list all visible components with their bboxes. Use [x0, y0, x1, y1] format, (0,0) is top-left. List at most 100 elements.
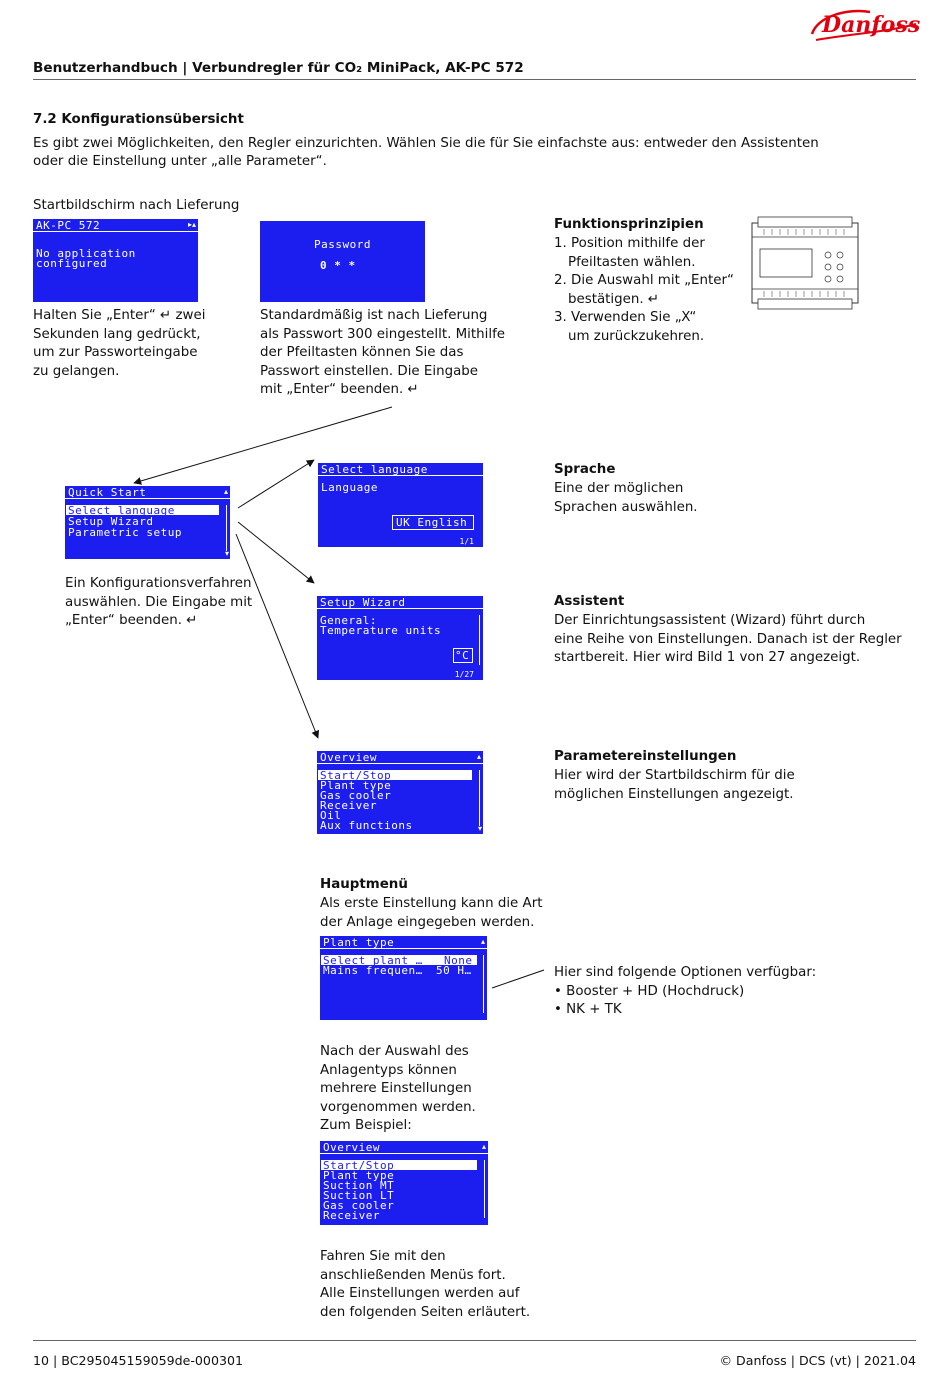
overview-example-lcd-screen: Overview ▴ Start/Stop Plant type Suction…: [320, 1141, 488, 1225]
params-desc: Hier wird der Startbildschirm für die mö…: [554, 768, 795, 802]
params-item-aux[interactable]: Aux functions: [320, 819, 413, 832]
wizard-lcd-screen: Setup Wizard General: Temperature units …: [317, 596, 483, 680]
quickstart-item-parametric[interactable]: Parametric setup: [68, 526, 182, 539]
params-item-oil[interactable]: Oil: [320, 809, 342, 822]
lcd-line-2: configured: [36, 257, 108, 270]
line-plant-options: [491, 969, 545, 989]
controller-device-illustration: [750, 215, 860, 313]
params-item-start-stop[interactable]: Start/Stop: [320, 769, 392, 782]
document-header: Benutzerhandbuch | Verbundregler für CO₂…: [33, 60, 524, 76]
footer-right: © Danfoss | DCS (vt) | 2021.04: [719, 1353, 916, 1368]
password-desc: Standardmäßig ist nach Lieferung als Pas…: [260, 308, 506, 398]
lcd-title-rule: [320, 948, 487, 949]
logo-swoosh-icon: [810, 9, 917, 41]
arrow-up-icon: ▴: [223, 487, 228, 496]
plant-row-2-label[interactable]: Mains frequen…: [323, 964, 423, 977]
arrow-quickstart-to-language: [237, 459, 315, 509]
language-label: Language: [321, 481, 378, 494]
lcd-title-rule: [317, 763, 483, 764]
lcd-line-1: No application: [36, 247, 136, 260]
lcd-title-rule: [65, 498, 230, 499]
lcd-scrollbar: [484, 1160, 485, 1218]
arrow-up-icon: ▴: [481, 1142, 486, 1151]
wizard-line-1: General:: [320, 614, 377, 627]
lcd-title: Password: [314, 238, 371, 251]
lcd-title: Setup Wizard: [320, 596, 406, 609]
wizard-title: Assistent: [554, 594, 625, 609]
overview-item-start-stop[interactable]: Start/Stop: [323, 1159, 395, 1172]
plant-options: Hier sind folgende Optionen verfügbar: •…: [554, 965, 817, 1018]
arrow-quickstart-to-wizard: [237, 521, 315, 584]
lcd-title: Select language: [321, 463, 428, 476]
lcd-title-rule: [320, 1153, 488, 1154]
lcd-scrollbar: [226, 505, 227, 551]
after-desc: Nach der Auswahl des Anlagentyps können …: [320, 1044, 476, 1134]
lcd-scrollbar: [479, 615, 480, 665]
arrow-up-icon: ▴: [476, 752, 481, 761]
lcd-selection-highlight: [321, 1160, 477, 1170]
section-heading: 7.2 Konfigurationsübersicht: [33, 112, 244, 127]
quickstart-item-wizard[interactable]: Setup Wizard: [68, 515, 154, 528]
lcd-selection-highlight: [318, 770, 472, 780]
overview-item-receiver[interactable]: Receiver: [323, 1209, 380, 1222]
principles-list: 1. Position mithilfe der Pfeiltasten wäh…: [554, 236, 734, 344]
lcd-title-rule: [317, 608, 483, 609]
logo-text: Danfoss: [822, 12, 921, 38]
closing-text: Fahren Sie mit den anschließenden Menüs …: [320, 1249, 531, 1320]
arrow-updown-icon: ▸▴: [187, 220, 196, 229]
language-desc: Eine der möglichen Sprachen auswählen.: [554, 481, 698, 515]
page-indicator: 1/27: [454, 670, 474, 679]
lcd-selection-highlight: [66, 505, 219, 515]
language-value-box[interactable]: [392, 515, 474, 530]
lcd-selection-highlight: [321, 955, 477, 965]
params-item-plant-type[interactable]: Plant type: [320, 779, 392, 792]
page-indicator: 1/1: [459, 537, 474, 546]
language-value: UK English: [396, 516, 468, 529]
arrow-quickstart-to-params: [235, 533, 320, 739]
language-title: Sprache: [554, 462, 616, 477]
quickstart-lcd-screen: Quick Start ▴ Select language Setup Wiza…: [65, 486, 230, 559]
principles-title: Funktionsprinzipien: [554, 217, 704, 232]
danfoss-logo: Danfoss: [808, 4, 920, 44]
plant-type-lcd-screen: Plant type ▴ Select plant … None Mains f…: [320, 936, 487, 1020]
lcd-title: Overview: [320, 751, 377, 764]
overview-item-suction-mt[interactable]: Suction MT: [323, 1179, 395, 1192]
plant-row-2-value: 50 H…: [436, 964, 472, 977]
lcd-title-rule: [33, 231, 198, 232]
footer-rule: [33, 1340, 916, 1341]
params-item-gas-cooler[interactable]: Gas cooler: [320, 789, 392, 802]
footer-left: 10 | BC295045159059de-000301: [33, 1353, 243, 1368]
language-lcd-screen: Select language Language UK English 1/1: [318, 463, 483, 547]
mainmenu-desc: Als erste Einstellung kann die Art der A…: [320, 896, 543, 930]
quickstart-item-language[interactable]: Select language: [68, 504, 175, 517]
lcd-title: Plant type: [323, 936, 395, 949]
params-title: Parametereinstellungen: [554, 749, 737, 764]
overview-item-gas-cooler[interactable]: Gas cooler: [323, 1199, 395, 1212]
arrow-password-to-quickstart: [133, 406, 393, 485]
lcd-title: Quick Start: [68, 486, 147, 499]
arrow-down-icon: ▾: [224, 549, 229, 558]
lcd-scrollbar: [479, 770, 480, 826]
wizard-line-2: Temperature units: [320, 624, 442, 637]
overview-item-plant-type[interactable]: Plant type: [323, 1169, 395, 1182]
params-item-receiver[interactable]: Receiver: [320, 799, 377, 812]
wizard-desc: Der Einrichtungsassistent (Wizard) führt…: [554, 613, 902, 666]
lcd-title-rule: [318, 475, 483, 476]
wizard-value-box[interactable]: [453, 648, 473, 663]
password-value: 0 * *: [320, 259, 356, 272]
start-screen-label: Startbildschirm nach Lieferung: [33, 198, 240, 213]
overview-item-suction-lt[interactable]: Suction LT: [323, 1189, 395, 1202]
plant-row-1-value: None: [444, 954, 473, 967]
intro-line-2: oder die Einstellung unter „alle Paramet…: [33, 154, 327, 169]
arrow-down-icon: ▾: [477, 824, 482, 833]
mainmenu-title: Hauptmenü: [320, 877, 408, 892]
header-rule: [33, 79, 916, 80]
lcd-scrollbar: [483, 955, 484, 1013]
wizard-value: °C: [455, 649, 470, 662]
start-desc: Halten Sie „Enter“ ↵ zwei Sekunden lang …: [33, 308, 206, 379]
lcd-title: AK-PC 572: [36, 219, 101, 232]
quickstart-desc: Ein Konfigurationsverfahren auswählen. D…: [65, 576, 253, 629]
plant-row-1-label[interactable]: Select plant …: [323, 954, 423, 967]
password-lcd-screen: Password 0 * *: [260, 221, 425, 302]
